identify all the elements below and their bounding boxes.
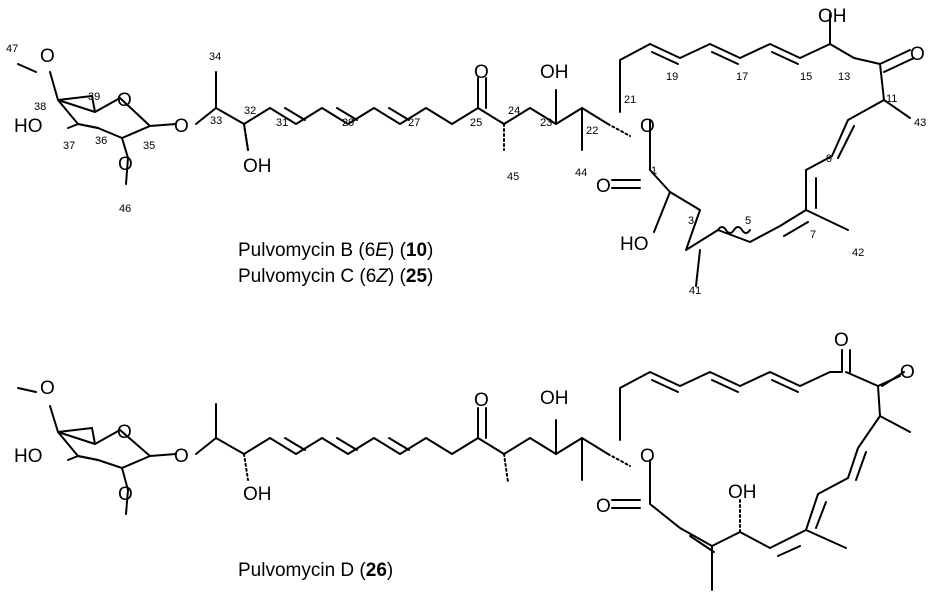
atom-o-lactone: O <box>640 116 655 137</box>
atom-oh-13: OH <box>818 6 847 27</box>
atom-o-methoxy-bottom: O <box>118 154 133 175</box>
chain-wedges-top <box>215 71 583 151</box>
atom-o-dione-a: O <box>834 330 849 351</box>
num-42: 42 <box>852 247 864 259</box>
num-43: 43 <box>914 117 926 129</box>
atom-oh-32: OH <box>243 156 272 177</box>
atom-o-glycosidic-d: O <box>174 446 189 467</box>
macrocycle-wavy-bond <box>717 226 751 234</box>
atom-o-dione-b: O <box>900 362 915 383</box>
num-17: 17 <box>736 71 748 83</box>
num-31: 31 <box>276 117 288 129</box>
chain-bonds-d <box>195 407 609 455</box>
num-33: 33 <box>210 115 222 127</box>
atom-o-ketone-12: O <box>910 44 925 65</box>
atom-o-methoxy-top: O <box>40 46 55 67</box>
atom-oh-23: OH <box>540 62 569 83</box>
num-19: 19 <box>666 71 678 83</box>
num-24: 24 <box>508 105 520 117</box>
chain-hashed-d <box>243 453 631 483</box>
num-25: 25 <box>470 117 482 129</box>
num-22: 22 <box>586 125 598 137</box>
num-35: 35 <box>143 140 155 152</box>
structure-pulvomycin-b-c: O HO O O O 47 38 39 37 36 35 46 34 33 32… <box>6 6 926 297</box>
num-5: 5 <box>745 215 751 227</box>
num-32: 32 <box>244 105 256 117</box>
atom-o-ketone-25: O <box>474 62 489 83</box>
num-29: 29 <box>342 117 354 129</box>
atom-ho-sugar-d: HO <box>14 446 43 467</box>
num-3: 3 <box>688 215 694 227</box>
chain-hashed-top <box>243 123 631 151</box>
num-37: 37 <box>63 140 75 152</box>
atom-oh-macro-d: OH <box>728 482 757 503</box>
num-36: 36 <box>95 135 107 147</box>
sugar-ring-top <box>17 63 177 185</box>
num-46: 46 <box>119 203 131 215</box>
atom-o-sugar-ring-d: O <box>117 422 132 443</box>
atom-o-ketone-25-d: O <box>474 390 489 411</box>
num-27: 27 <box>408 117 420 129</box>
atom-o-glycosidic: O <box>174 116 189 137</box>
sugar-ring-bottom <box>17 387 177 515</box>
num-23: 23 <box>540 117 552 129</box>
num-41: 41 <box>689 285 701 297</box>
num-47: 47 <box>6 43 18 55</box>
atom-o-sugar-ring: O <box>117 90 132 111</box>
macrocycle-wedges-top <box>653 13 831 233</box>
caption-pulvomycin-c: Pulvomycin C (6Z) (25) <box>238 266 433 287</box>
num-15: 15 <box>800 71 812 83</box>
atom-o-carbonyl-1: O <box>596 176 611 197</box>
atom-ho-3: HO <box>620 234 649 255</box>
chain-wedges-d <box>215 403 583 481</box>
sugar-wedge-bonds-top <box>57 95 99 129</box>
num-7: 7 <box>810 229 816 241</box>
num-9: 9 <box>826 153 832 165</box>
num-1: 1 <box>651 165 657 177</box>
sugar-bonds-top <box>17 63 177 185</box>
atom-o-methoxy-top-d: O <box>40 378 55 399</box>
num-38: 38 <box>34 101 46 113</box>
macrocycle-bonds-top <box>611 43 915 287</box>
sugar-bonds-bottom <box>17 387 177 515</box>
num-39: 39 <box>88 91 100 103</box>
chain-bonds-c33-c24 <box>195 77 609 151</box>
structure-pulvomycin-d: O HO O O O OH O OH O O O O OH Pulvomycin… <box>14 330 915 591</box>
caption-pulvomycin-d: Pulvomycin D (26) <box>238 560 393 581</box>
caption-pulvomycin-b: Pulvomycin B (6E) (10) <box>238 240 433 261</box>
atom-o-lactone-d: O <box>640 446 655 467</box>
atom-oh-23-d: OH <box>540 388 569 409</box>
sugar-wedge-bonds-bottom <box>57 427 99 461</box>
num-11: 11 <box>886 93 897 105</box>
macrocycle-bonds-d <box>611 349 911 591</box>
num-34: 34 <box>209 51 221 63</box>
num-44: 44 <box>575 167 587 179</box>
atom-ho-sugar: HO <box>14 116 43 137</box>
num-45: 45 <box>507 171 519 183</box>
atom-oh-32-d: OH <box>243 484 272 505</box>
atom-o-carbonyl-1-d: O <box>596 496 611 517</box>
num-21: 21 <box>624 94 636 106</box>
atom-o-methoxy-bottom-d: O <box>118 484 133 505</box>
num-13: 13 <box>838 71 850 83</box>
